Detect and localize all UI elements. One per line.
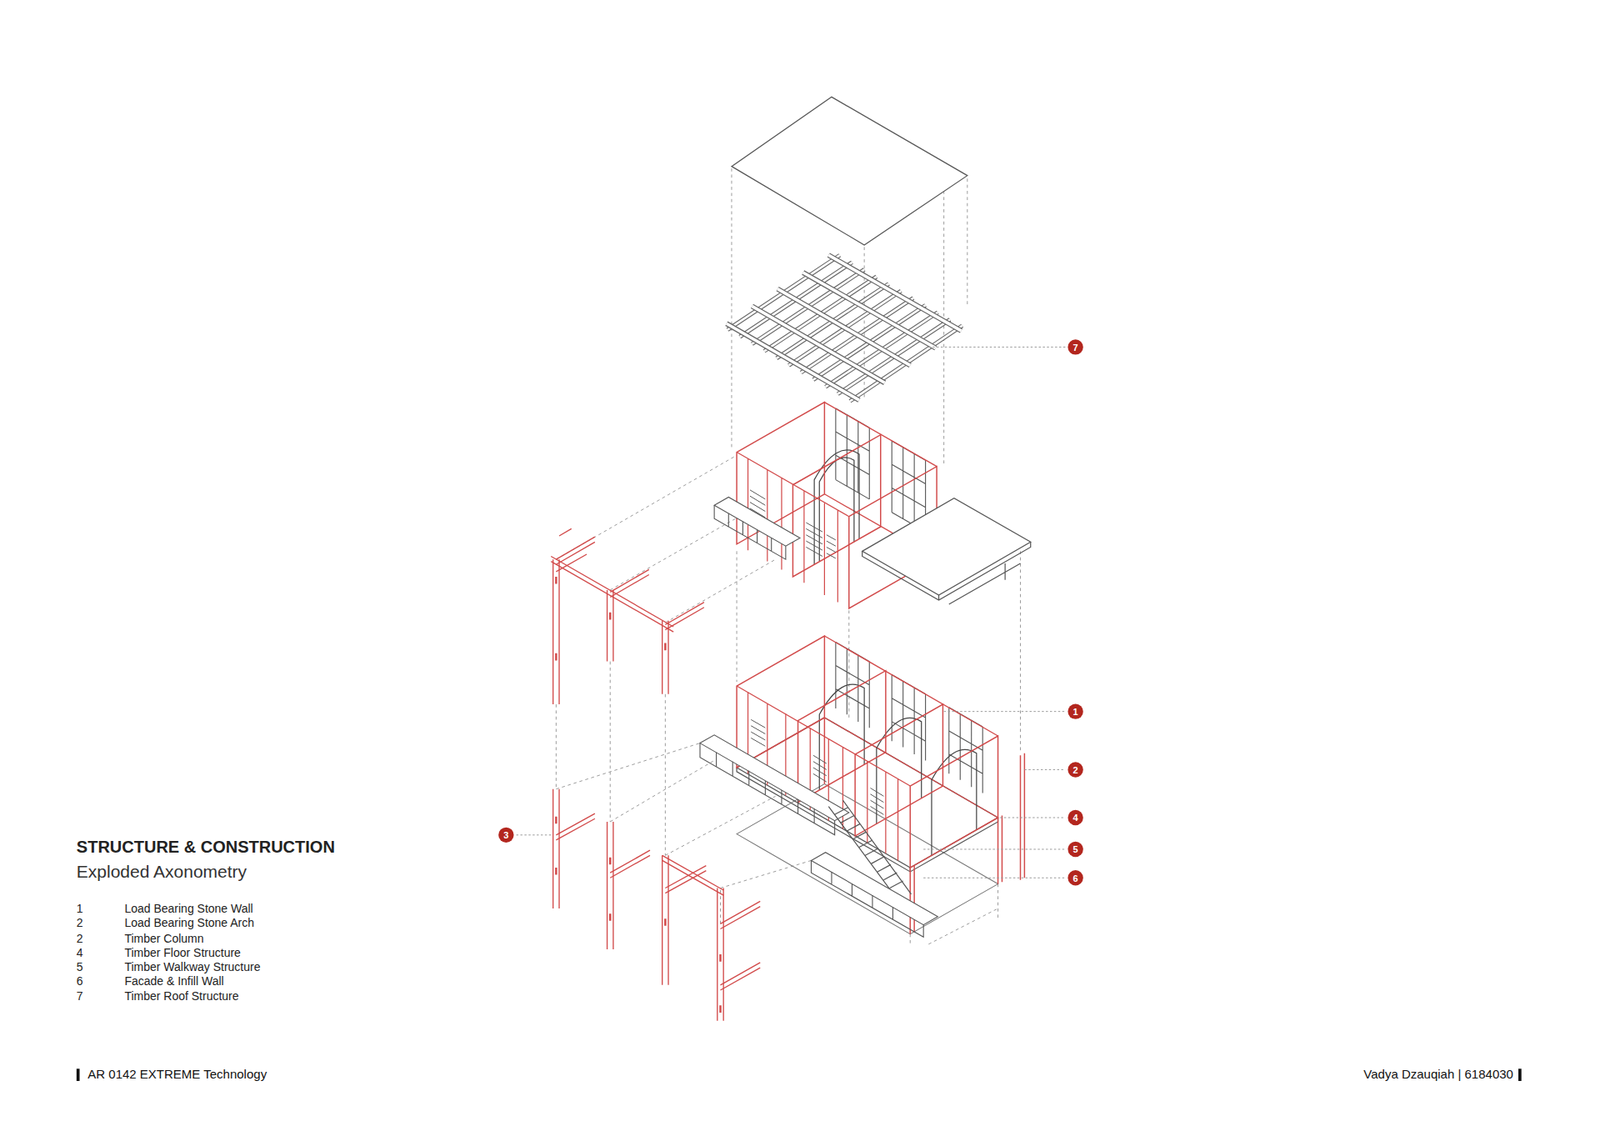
callout-circle xyxy=(1067,810,1083,825)
callout-number: 2 xyxy=(1073,765,1079,775)
facade-grid xyxy=(949,707,983,794)
footer-mark xyxy=(1518,1068,1522,1081)
timber-column xyxy=(553,559,669,705)
roof-beams xyxy=(726,255,962,400)
callout-circle xyxy=(498,827,514,843)
callout-number: 4 xyxy=(1073,812,1079,823)
callout-circle xyxy=(1067,841,1083,857)
author-label: Vadya Dzauqiah | 6184030 xyxy=(1363,1067,1514,1082)
legend-number: 6 xyxy=(76,975,84,988)
upper-slab xyxy=(862,541,1031,605)
timber-column xyxy=(824,717,1025,935)
upper-block xyxy=(714,402,1031,609)
walkway-upper xyxy=(714,505,786,560)
callout-circles xyxy=(498,339,1084,885)
alignment-line xyxy=(555,661,720,925)
callout-number: 6 xyxy=(1073,873,1079,884)
callout-number: 1 xyxy=(1073,706,1079,717)
walkway-ground xyxy=(810,860,924,937)
footer-mark xyxy=(76,1068,80,1081)
legend-text: Timber Roof Structure xyxy=(124,990,239,1004)
legend-text: Load Bearing Stone Wall xyxy=(124,902,253,915)
upper-slab xyxy=(862,498,1031,595)
stone-wall xyxy=(855,704,943,836)
back-wall xyxy=(824,635,998,818)
callout-circle xyxy=(1067,761,1083,777)
timber-frames xyxy=(550,528,760,1020)
legend-number: 1 xyxy=(76,902,84,915)
timber-joint xyxy=(555,576,720,1013)
walkway-ground xyxy=(810,852,938,925)
callout-number: 7 xyxy=(1073,342,1079,353)
walkway xyxy=(700,743,835,835)
stone-wall xyxy=(798,670,886,803)
legend-text: Facade & Infill Wall xyxy=(124,975,224,988)
walkway xyxy=(700,735,850,821)
legend-text: Timber Floor Structure xyxy=(124,946,241,960)
legend-number: 5 xyxy=(76,960,84,974)
timber-beam xyxy=(550,528,705,632)
callout-circle xyxy=(1067,870,1083,885)
legend-number: 2 xyxy=(76,932,84,945)
sheet-title: STRUCTURE & CONSTRUCTION xyxy=(76,837,335,856)
leader-lines xyxy=(516,346,1066,878)
stone-wall xyxy=(910,735,998,868)
leader-line xyxy=(516,346,1066,878)
lower-block xyxy=(700,635,1025,937)
roof-structure xyxy=(726,255,963,401)
stone-wall xyxy=(736,635,825,768)
course-label: AR 0142 EXTREME Technology xyxy=(87,1067,267,1082)
alignment-line xyxy=(555,455,811,888)
legend-number: 2 xyxy=(76,916,84,930)
legend-text: Load Bearing Stone Arch xyxy=(124,916,255,930)
legend-number: 7 xyxy=(76,990,84,1004)
stone-arch xyxy=(814,450,860,565)
legend-number: 4 xyxy=(76,946,84,960)
callout-number: 3 xyxy=(503,830,509,840)
timber-beam xyxy=(555,813,760,990)
facade-grid xyxy=(835,408,870,500)
roof-plate xyxy=(731,96,968,245)
callout-circle xyxy=(1067,703,1083,719)
callout-circle xyxy=(1067,339,1083,355)
timber-column xyxy=(553,789,724,1021)
sheet-subtitle: Exploded Axonometry xyxy=(76,861,247,881)
roof-beams xyxy=(726,255,962,400)
legend-text: Timber Column xyxy=(124,932,204,945)
legend-text: Timber Walkway Structure xyxy=(124,960,260,974)
callout-number: 5 xyxy=(1073,844,1079,855)
